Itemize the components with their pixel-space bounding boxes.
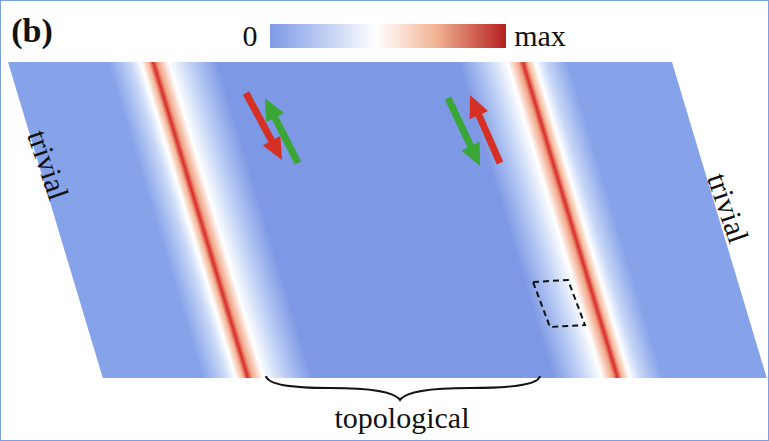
region-label: topological bbox=[335, 403, 470, 433]
arrow bbox=[265, 98, 301, 165]
panel-label: (b) bbox=[11, 14, 53, 48]
scale-min: 0 bbox=[243, 21, 258, 51]
lattice-ribbon bbox=[8, 62, 767, 378]
edge-state-arrows bbox=[243, 91, 503, 166]
color-bar bbox=[270, 24, 506, 48]
arrow bbox=[470, 95, 504, 164]
scale-max: max bbox=[514, 21, 566, 51]
brace bbox=[266, 376, 540, 400]
unit-cell bbox=[533, 280, 585, 327]
